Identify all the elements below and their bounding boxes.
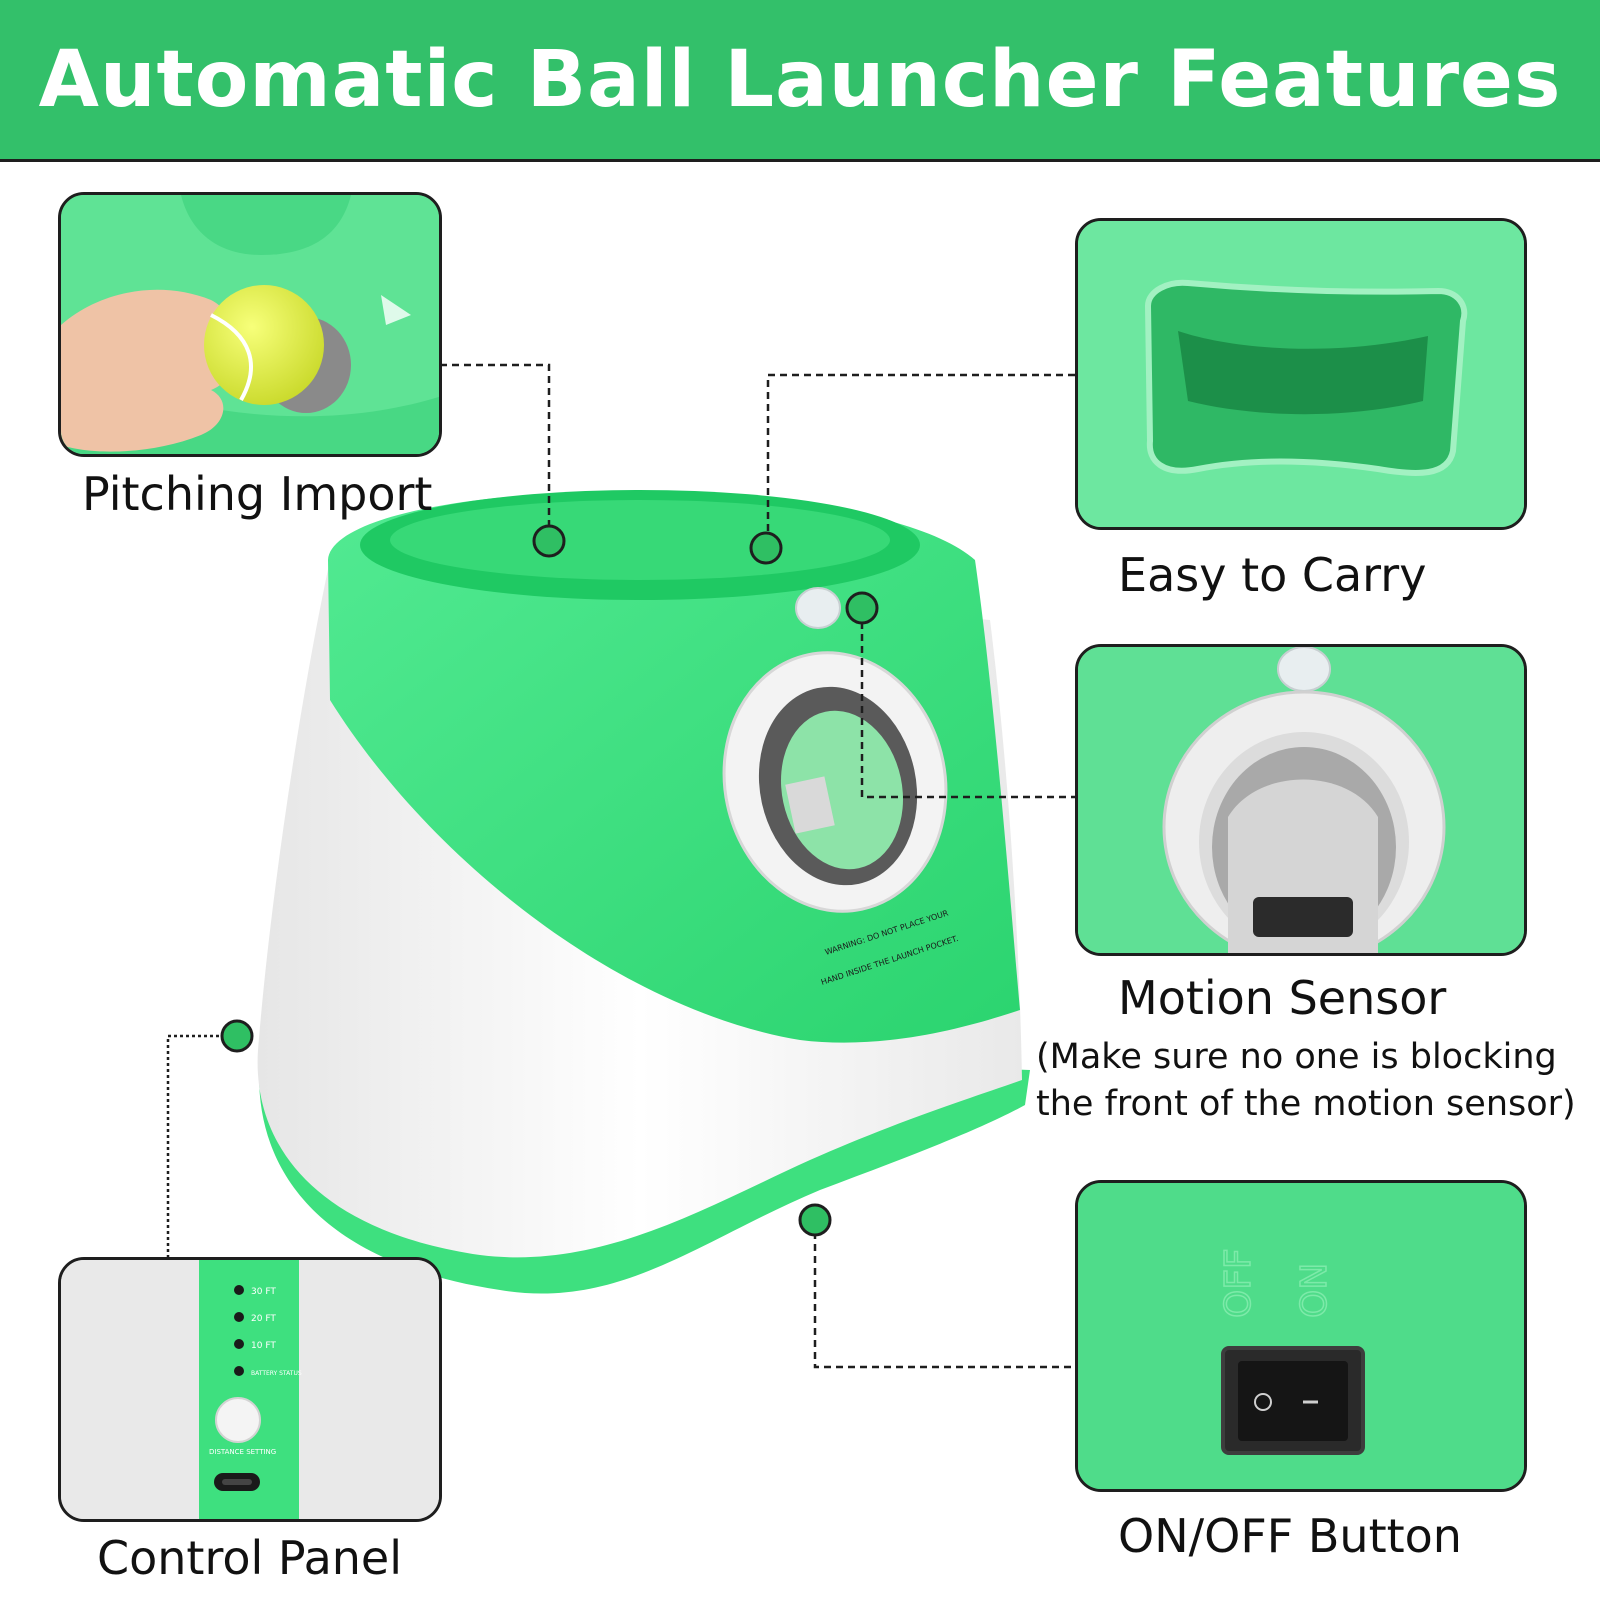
label-easy-to-carry: Easy to Carry <box>1118 548 1427 602</box>
sensor-dome-icon <box>1277 647 1331 692</box>
motion-sensor-photo <box>1078 647 1524 953</box>
callout-control-panel: 30 FT 20 FT 10 FT BATTERY STATUS DISTANC… <box>58 1257 442 1522</box>
motion-sensor-note-line1: (Make sure no one is blocking <box>1036 1037 1557 1077</box>
indicator-10ft-label: 10 FT <box>251 1341 276 1351</box>
hand-icon <box>61 289 230 452</box>
power-switch-photo: OFF ON <box>1078 1183 1524 1489</box>
label-motion-sensor: Motion Sensor <box>1118 971 1447 1025</box>
control-panel-photo: 30 FT 20 FT 10 FT BATTERY STATUS DISTANC… <box>61 1260 439 1519</box>
pitching-import-photo <box>61 195 439 454</box>
indicator-10ft-icon <box>234 1339 244 1349</box>
switch-off-text: OFF <box>1218 1248 1259 1318</box>
indicator-20ft-label: 20 FT <box>251 1314 276 1324</box>
connector-pitching <box>440 363 551 532</box>
carry-handle-photo <box>1078 221 1524 527</box>
connector-power <box>813 1220 1075 1369</box>
callout-easy-to-carry <box>1075 218 1527 530</box>
distance-setting-label: DISTANCE SETTING <box>209 1448 276 1456</box>
marker-pitching <box>532 524 566 558</box>
indicator-battery-label: BATTERY STATUS <box>251 1370 302 1377</box>
motion-sensor-note-line2: the front of the motion sensor) <box>1036 1084 1576 1124</box>
markers <box>220 524 879 1237</box>
title-banner: Automatic Ball Launcher Features <box>0 0 1600 162</box>
callout-pitching-import <box>58 192 442 457</box>
switch-on-text: ON <box>1294 1263 1335 1318</box>
connector-sensor <box>860 610 1075 799</box>
connector-lines <box>166 363 1075 1369</box>
page-title: Automatic Ball Launcher Features <box>38 35 1562 125</box>
marker-power <box>798 1203 832 1237</box>
label-control-panel: Control Panel <box>97 1531 402 1585</box>
callout-on-off-button: OFF ON <box>1075 1180 1527 1492</box>
motion-sensor-dome <box>795 587 841 629</box>
indicator-battery-icon <box>234 1366 244 1376</box>
callout-motion-sensor <box>1075 644 1527 956</box>
tennis-ball-icon <box>204 285 324 405</box>
connector-carry <box>766 373 1075 548</box>
label-pitching-import: Pitching Import <box>82 467 433 521</box>
marker-carry <box>749 531 783 565</box>
connector-control <box>166 1034 237 1257</box>
distance-setting-button-icon <box>215 1397 261 1443</box>
marker-control <box>220 1019 254 1053</box>
indicator-20ft-icon <box>234 1312 244 1322</box>
marker-sensor <box>845 591 879 625</box>
indicator-30ft-icon <box>234 1285 244 1295</box>
label-on-off-button: ON/OFF Button <box>1118 1509 1462 1563</box>
indicator-30ft-label: 30 FT <box>251 1287 276 1297</box>
